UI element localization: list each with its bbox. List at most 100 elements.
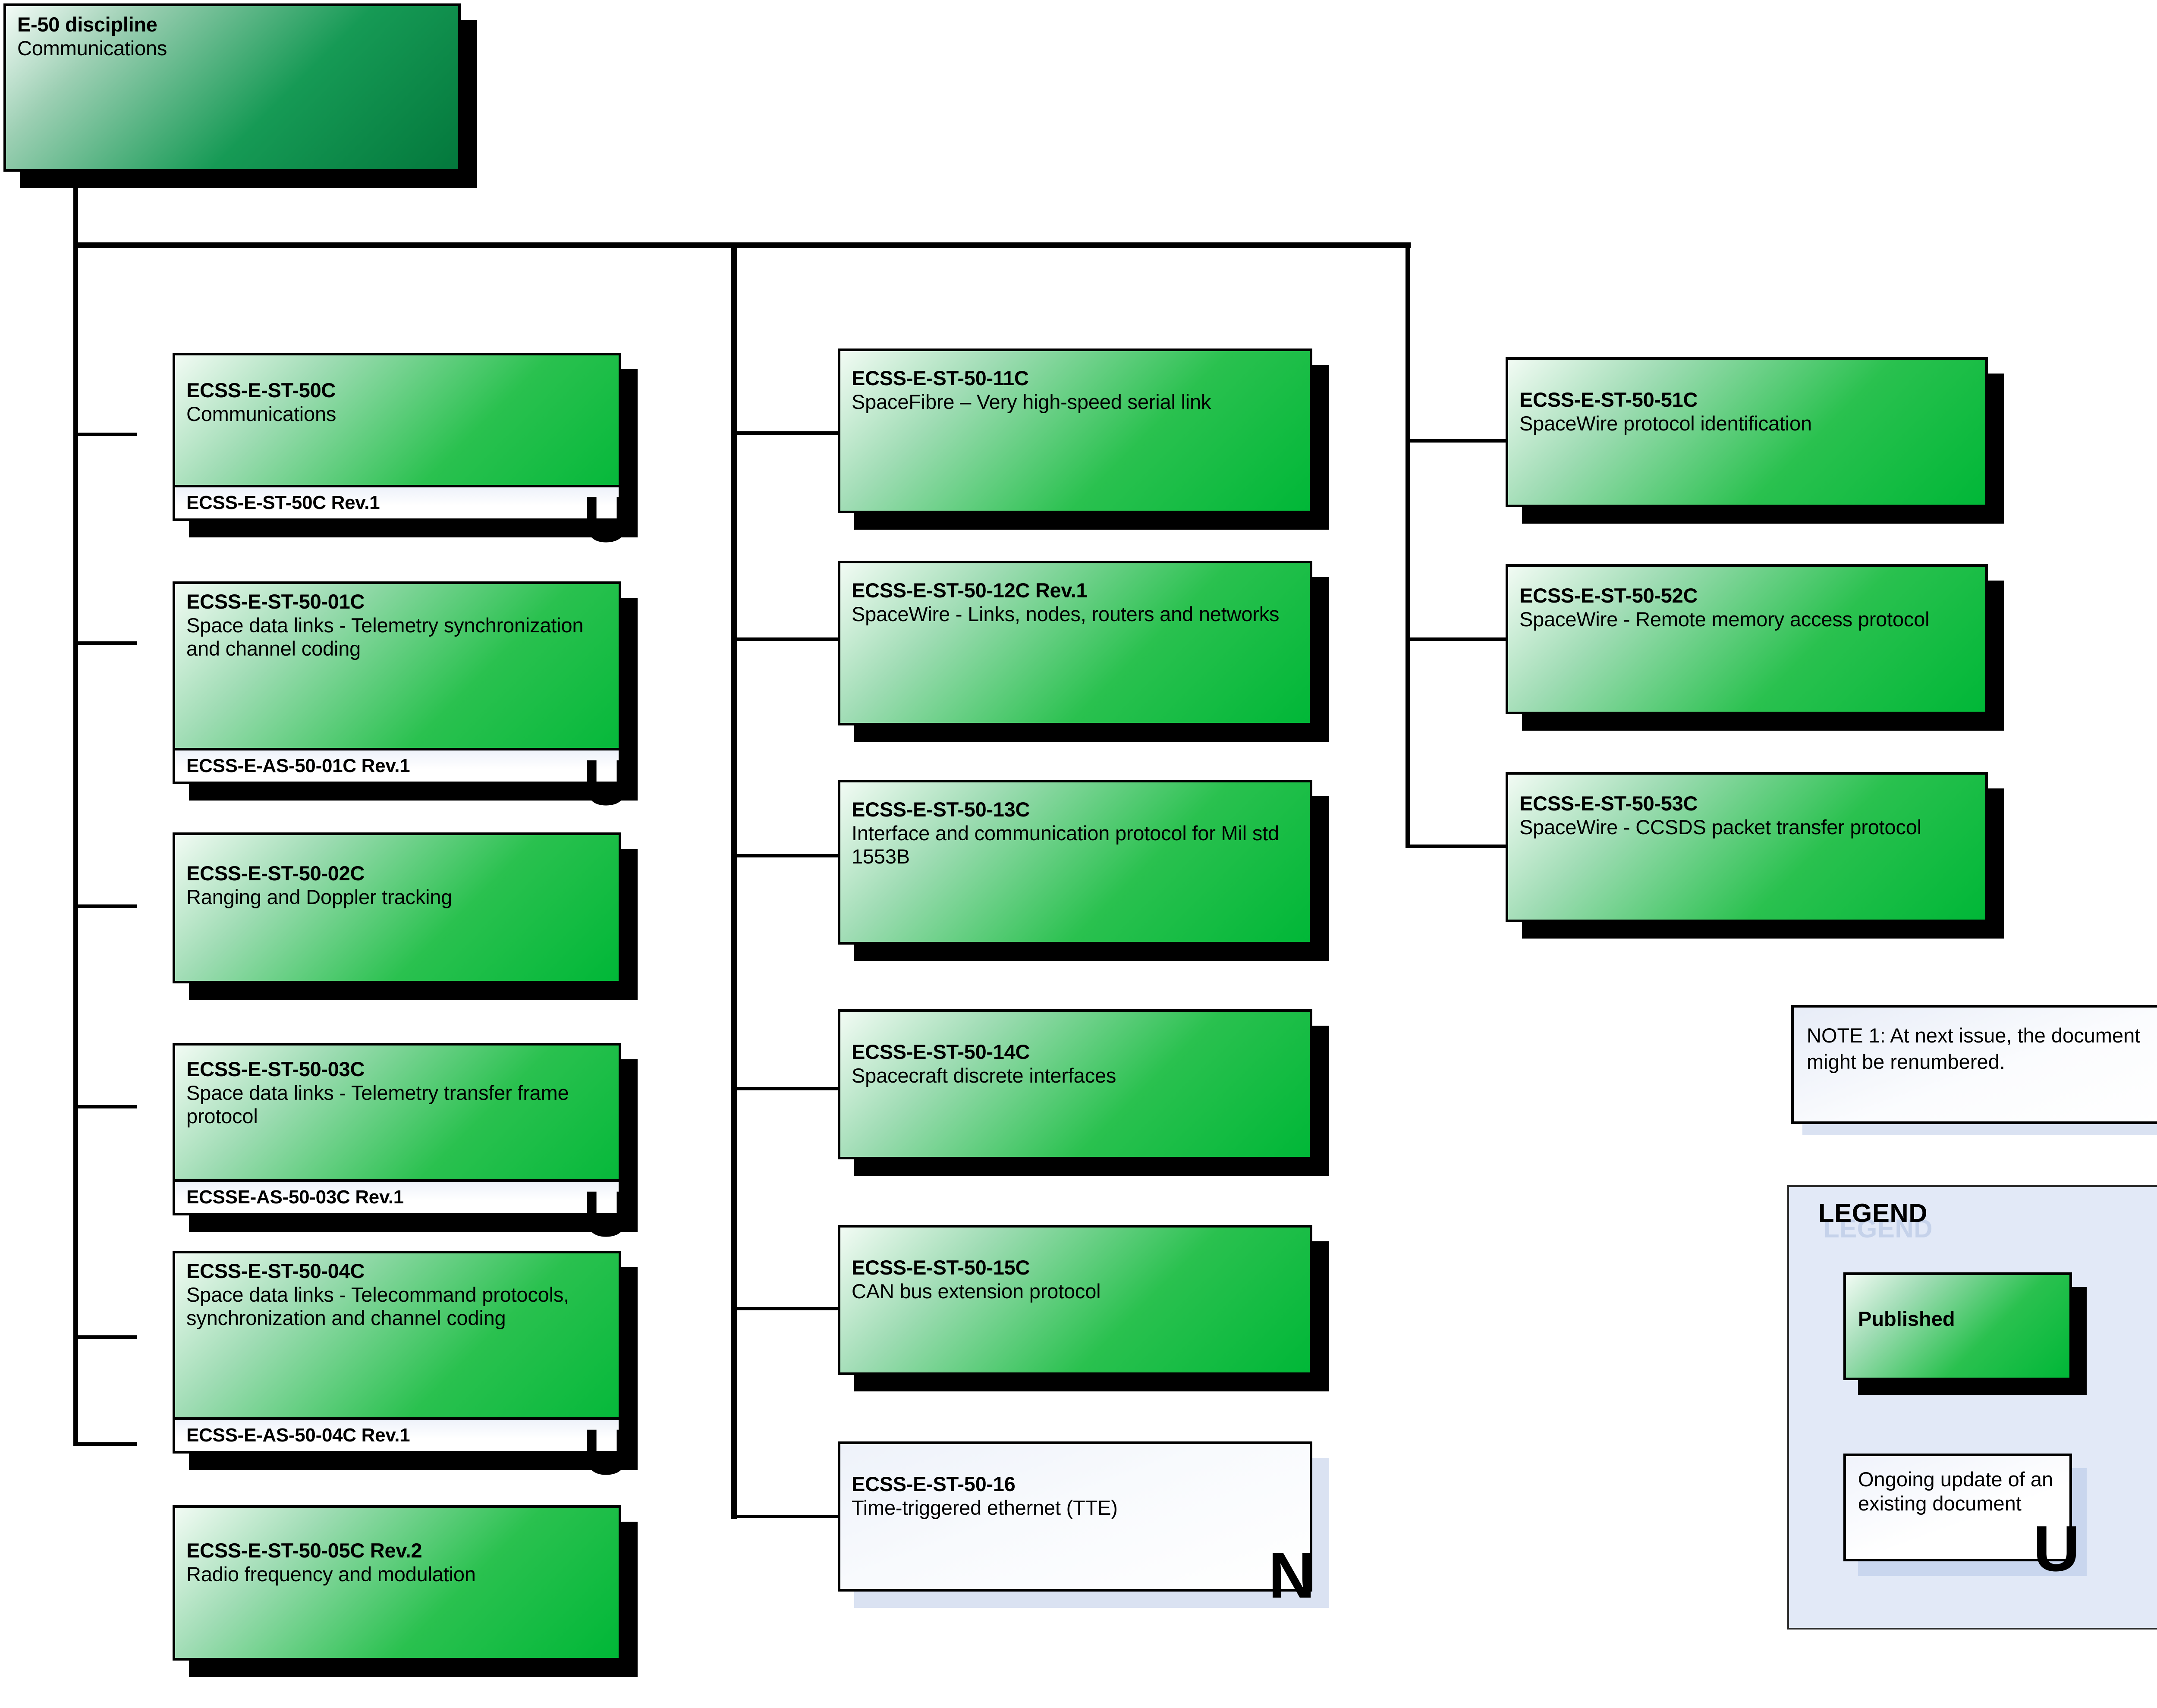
note-box: NOTE 1: At next issue, the document migh…: [1791, 1005, 2157, 1135]
legend-item-ongoing-update: Ongoing update of an existing document U: [1843, 1454, 2087, 1581]
node-substrip: ECSS-E-AS-50-04C Rev.1: [175, 1417, 619, 1451]
node-sub-code: ECSS-E-ST-50C Rev.1: [186, 492, 380, 513]
node-substrip: ECSS-E-ST-50C Rev.1: [175, 485, 619, 518]
node-title: Space data links - Telecommand protocols…: [186, 1283, 569, 1330]
connector-main-bus: [73, 242, 1411, 248]
status-marker-u-icon: U: [583, 746, 630, 819]
connector-branch-c1-4: [73, 1335, 137, 1339]
connector-branch-c3-1: [1406, 637, 1506, 641]
node-ecss-e-st-50-51c[interactable]: ECSS-E-ST-50-51C SpaceWire protocol iden…: [1506, 357, 2004, 524]
node-code: ECSS-E-ST-50-01C: [186, 590, 365, 613]
node-ecss-e-st-50-03c[interactable]: ECSS-E-ST-50-03C Space data links - Tele…: [173, 1043, 638, 1246]
root-node-title: Communications: [17, 36, 167, 60]
root-node-card: E-50 discipline Communications: [3, 3, 461, 172]
connector-branch-c2-5: [731, 1515, 839, 1518]
node-card: ECSS-E-ST-50-03C Space data links - Tele…: [173, 1043, 621, 1215]
status-marker-u-icon: U: [583, 483, 630, 556]
connector-branch-c3-2: [1406, 845, 1506, 848]
node-code: ECSS-E-ST-50-03C: [186, 1058, 365, 1080]
node-title: Time-triggered ethernet (TTE): [852, 1496, 1118, 1519]
node-title: Spacecraft discrete interfaces: [852, 1064, 1116, 1087]
legend-panel: LEGEND LEGEND Published Document affecte…: [1787, 1185, 2157, 1630]
connector-trunk-column-1: [73, 242, 78, 1446]
node-code: ECSS-E-ST-50-12C Rev.1: [852, 579, 1088, 602]
status-marker-u-icon: U: [2033, 1512, 2080, 1585]
root-node-code: E-50 discipline: [17, 13, 157, 36]
node-card: ECSS-E-ST-50-51C SpaceWire protocol iden…: [1506, 357, 1988, 507]
node-card: ECSS-E-ST-50C Communications ECSS-E-ST-5…: [173, 353, 621, 521]
root-node-e50-discipline[interactable]: E-50 discipline Communications: [3, 3, 477, 188]
node-title: SpaceWire protocol identification: [1519, 411, 1812, 435]
node-ecss-e-st-50-52c[interactable]: ECSS-E-ST-50-52C SpaceWire - Remote memo…: [1506, 564, 2004, 731]
node-title: Communications: [186, 402, 336, 425]
node-card: ECSS-E-ST-50-52C SpaceWire - Remote memo…: [1506, 564, 1988, 714]
node-ecss-e-st-50-05c[interactable]: ECSS-E-ST-50-05C Rev.2 Radio frequency a…: [173, 1505, 638, 1677]
node-code: ECSS-E-ST-50-15C: [852, 1256, 1030, 1279]
legend-title: LEGEND: [1818, 1199, 1928, 1228]
node-title: SpaceWire - Links, nodes, routers and ne…: [852, 602, 1280, 625]
node-ecss-e-st-50-01c[interactable]: ECSS-E-ST-50-01C Space data links - Tele…: [173, 581, 638, 815]
node-title: SpaceWire - CCSDS packet transfer protoc…: [1519, 815, 1921, 838]
legend-item-card: Published: [1843, 1272, 2072, 1380]
legend-item-card: Ongoing update of an existing document: [1843, 1454, 2072, 1561]
node-code: ECSS-E-ST-50-11C: [852, 367, 1029, 389]
node-ecss-e-st-50-15c[interactable]: ECSS-E-ST-50-15C CAN bus extension proto…: [838, 1225, 1329, 1391]
node-code: ECSS-E-ST-50-05C Rev.2: [186, 1539, 422, 1562]
connector-trunk-column-2: [731, 242, 737, 1519]
node-ecss-e-st-50-12c[interactable]: ECSS-E-ST-50-12C Rev.1 SpaceWire - Links…: [838, 561, 1329, 742]
node-code: ECSS-E-ST-50-52C: [1519, 584, 1698, 607]
connector-branch-c1-2: [73, 904, 137, 908]
status-marker-n-icon: N: [1268, 1539, 1315, 1611]
connector-root-stem: [73, 171, 78, 247]
node-title: SpaceWire - Remote memory access protoco…: [1519, 607, 1930, 631]
node-card: ECSS-E-ST-50-16 Time-triggered ethernet …: [838, 1441, 1312, 1592]
legend-title-ghost: LEGEND: [1824, 1214, 1933, 1243]
node-card: ECSS-E-ST-50-53C SpaceWire - CCSDS packe…: [1506, 772, 1988, 922]
node-code: ECSS-E-ST-50-51C: [1519, 388, 1698, 411]
node-code: ECSS-E-ST-50-53C: [1519, 792, 1698, 815]
node-ecss-e-st-50-02c[interactable]: ECSS-E-ST-50-02C Ranging and Doppler tra…: [173, 832, 638, 1000]
node-ecss-e-st-50-04c[interactable]: ECSS-E-ST-50-04C Space data links - Tele…: [173, 1251, 638, 1484]
node-title: Ranging and Doppler tracking: [186, 885, 453, 908]
connector-branch-c2-1: [731, 637, 839, 641]
node-code: ECSS-E-ST-50-02C: [186, 862, 365, 885]
connector-branch-c2-2: [731, 854, 839, 857]
connector-branch-c1-5: [73, 1442, 137, 1446]
note-box-card: NOTE 1: At next issue, the document migh…: [1791, 1005, 2157, 1124]
node-card: ECSS-E-ST-50-05C Rev.2 Radio frequency a…: [173, 1505, 621, 1661]
node-card: ECSS-E-ST-50-15C CAN bus extension proto…: [838, 1225, 1312, 1375]
node-ecss-e-st-50-14c[interactable]: ECSS-E-ST-50-14C Spacecraft discrete int…: [838, 1009, 1329, 1176]
node-ecss-e-st-50c[interactable]: ECSS-E-ST-50C Communications ECSS-E-ST-5…: [173, 353, 638, 552]
node-ecss-e-st-50-16[interactable]: ECSS-E-ST-50-16 Time-triggered ethernet …: [838, 1441, 1329, 1608]
node-sub-code: ECSS-E-AS-50-01C Rev.1: [186, 755, 410, 776]
status-marker-u-icon: U: [583, 1177, 630, 1250]
legend-item-published: Published: [1843, 1272, 2087, 1395]
connector-branch-c2-3: [731, 1087, 839, 1090]
connector-trunk-column-3: [1406, 242, 1410, 846]
node-sub-code: ECSS-E-AS-50-04C Rev.1: [186, 1425, 410, 1446]
node-card: ECSS-E-ST-50-01C Space data links - Tele…: [173, 581, 621, 784]
node-sub-code: ECSSE-AS-50-03C Rev.1: [186, 1187, 404, 1208]
node-title: Radio frequency and modulation: [186, 1562, 476, 1586]
node-card: ECSS-E-ST-50-12C Rev.1 SpaceWire - Links…: [838, 561, 1312, 725]
legend-item-label: Published: [1858, 1307, 1955, 1330]
node-card: ECSS-E-ST-50-04C Space data links - Tele…: [173, 1251, 621, 1454]
connector-branch-c1-1: [73, 641, 137, 645]
node-title: Interface and communication protocol for…: [852, 821, 1279, 868]
connector-branch-c3-0: [1406, 439, 1506, 443]
node-code: ECSS-E-ST-50C: [186, 379, 336, 402]
node-card: ECSS-E-ST-50-02C Ranging and Doppler tra…: [173, 832, 621, 983]
node-ecss-e-st-50-11c[interactable]: ECSS-E-ST-50-11C SpaceFibre – Very high-…: [838, 349, 1329, 530]
node-ecss-e-st-50-53c[interactable]: ECSS-E-ST-50-53C SpaceWire - CCSDS packe…: [1506, 772, 2004, 939]
node-ecss-e-st-50-13c[interactable]: ECSS-E-ST-50-13C Interface and communica…: [838, 780, 1329, 961]
node-title: SpaceFibre – Very high-speed serial link: [852, 390, 1211, 413]
node-card: ECSS-E-ST-50-13C Interface and communica…: [838, 780, 1312, 945]
node-title: CAN bus extension protocol: [852, 1279, 1101, 1303]
node-title: Space data links - Telemetry transfer fr…: [186, 1081, 569, 1128]
node-code: ECSS-E-ST-50-04C: [186, 1259, 365, 1282]
node-code: ECSS-E-ST-50-16: [852, 1473, 1016, 1495]
node-code: ECSS-E-ST-50-13C: [852, 798, 1030, 821]
node-substrip: ECSS-E-AS-50-01C Rev.1: [175, 748, 619, 782]
node-title: Space data links - Telemetry synchroniza…: [186, 613, 584, 660]
